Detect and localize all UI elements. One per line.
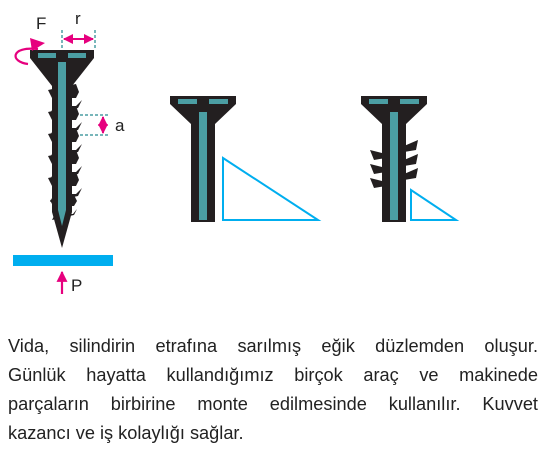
incline-small xyxy=(410,188,460,221)
wood-screw xyxy=(30,50,94,248)
force-label: F xyxy=(36,14,46,33)
caption-line: Günlük hayatta kullandığımız birçok araç… xyxy=(8,365,538,385)
caption-line: Vida, silindirin etrafına sarılmış eğik … xyxy=(8,336,538,356)
incline-large xyxy=(222,156,322,221)
unthreaded-screw xyxy=(170,96,236,222)
base-plate xyxy=(13,255,113,266)
caption-line: kazancı ve iş kolaylığı sağlar. xyxy=(8,423,244,443)
caption-line: parçaların birbirine monte edilmesinde k… xyxy=(8,394,538,414)
screw-core xyxy=(58,62,66,226)
screw-diagram: F r a P xyxy=(13,9,460,295)
pressure-label: P xyxy=(71,276,82,295)
radius-label: r xyxy=(75,9,81,28)
partly-threaded-screw xyxy=(361,96,427,222)
rotation-arrowhead xyxy=(30,38,45,51)
caption-paragraph: Vida, silindirin etrafına sarılmış eğik … xyxy=(8,332,538,448)
pitch-label: a xyxy=(115,116,125,135)
